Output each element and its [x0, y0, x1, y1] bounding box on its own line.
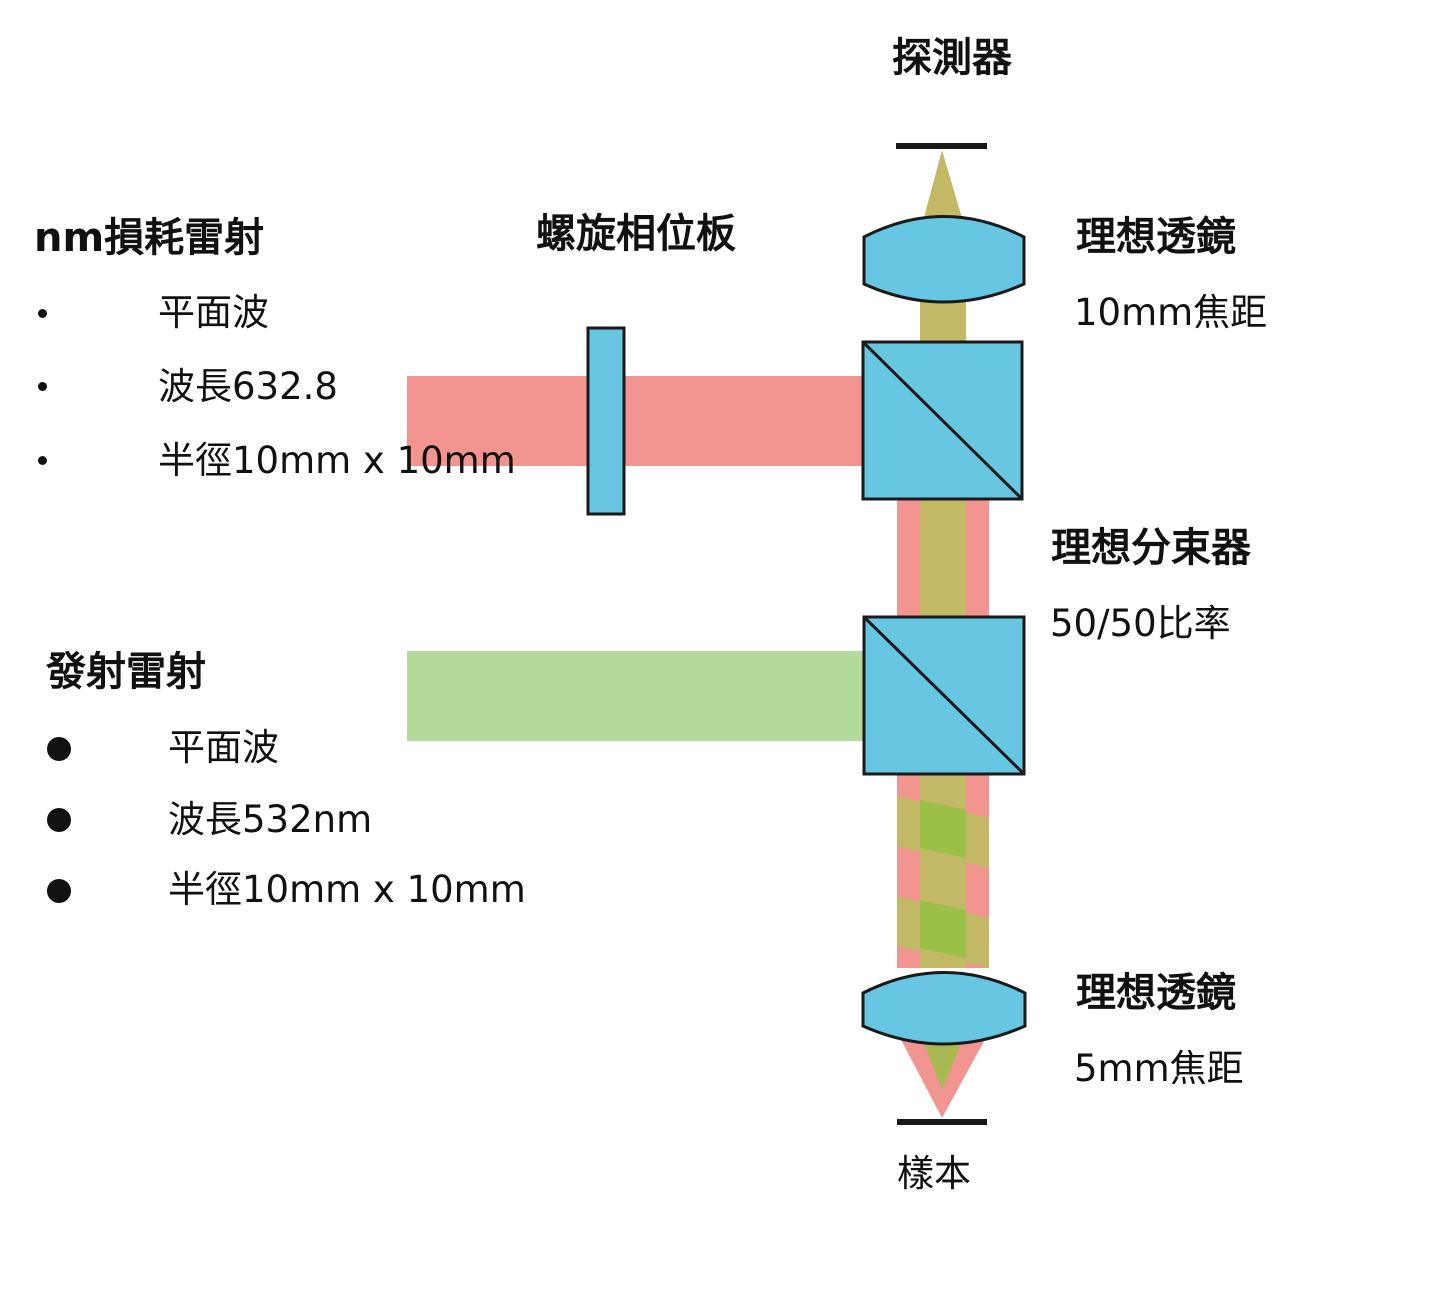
top-lens-focal: 10mm焦距 [1074, 291, 1268, 334]
emission-beam-horizontal [407, 651, 865, 741]
bottom-lens [861, 971, 1027, 1046]
detector-cone [922, 150, 964, 225]
bullet-dot [38, 382, 47, 391]
emission-laser-item-1: 平面波 [168, 726, 279, 769]
depletion-laser-item-3: 半徑10mm x 10mm [158, 439, 516, 482]
beam-splitter-title: 理想分束器 [1051, 525, 1251, 571]
detector-label: 探測器 [892, 35, 1012, 81]
depletion-laser-item-1: 平面波 [158, 291, 269, 334]
bullet-dot [38, 309, 47, 318]
bullet-dot [47, 879, 71, 903]
beam-splitter-ratio: 50/50比率 [1050, 602, 1231, 645]
top-lens-title: 理想透鏡 [1076, 214, 1236, 260]
detection-beam-middle [920, 498, 966, 618]
depletion-laser-title: nm損耗雷射 [34, 215, 265, 261]
sample-label: 樣本 [897, 1152, 971, 1195]
bullet-dot [47, 808, 71, 832]
emission-laser-title: 發射雷射 [46, 649, 206, 695]
bottom-lens-title: 理想透鏡 [1076, 970, 1236, 1016]
sample-focus-cone-green [920, 1032, 966, 1090]
spiral-phase-plate [586, 326, 626, 516]
emission-laser-item-2: 波長532nm [168, 798, 373, 841]
detection-beam-upper [920, 298, 966, 344]
lower-beam-splitter [862, 615, 1026, 776]
depletion-beam-horizontal [407, 376, 865, 466]
mixed-beam-region [897, 773, 989, 968]
bottom-lens-focal: 5mm焦距 [1074, 1047, 1244, 1090]
top-lens [862, 215, 1026, 304]
emission-laser-item-3: 半徑10mm x 10mm [168, 868, 526, 911]
bullet-dot [47, 737, 71, 761]
upper-beam-splitter [861, 340, 1024, 501]
depletion-laser-item-2: 波長632.8 [158, 365, 338, 408]
spiral-phase-plate-label: 螺旋相位板 [536, 211, 736, 257]
bullet-dot [38, 456, 47, 465]
